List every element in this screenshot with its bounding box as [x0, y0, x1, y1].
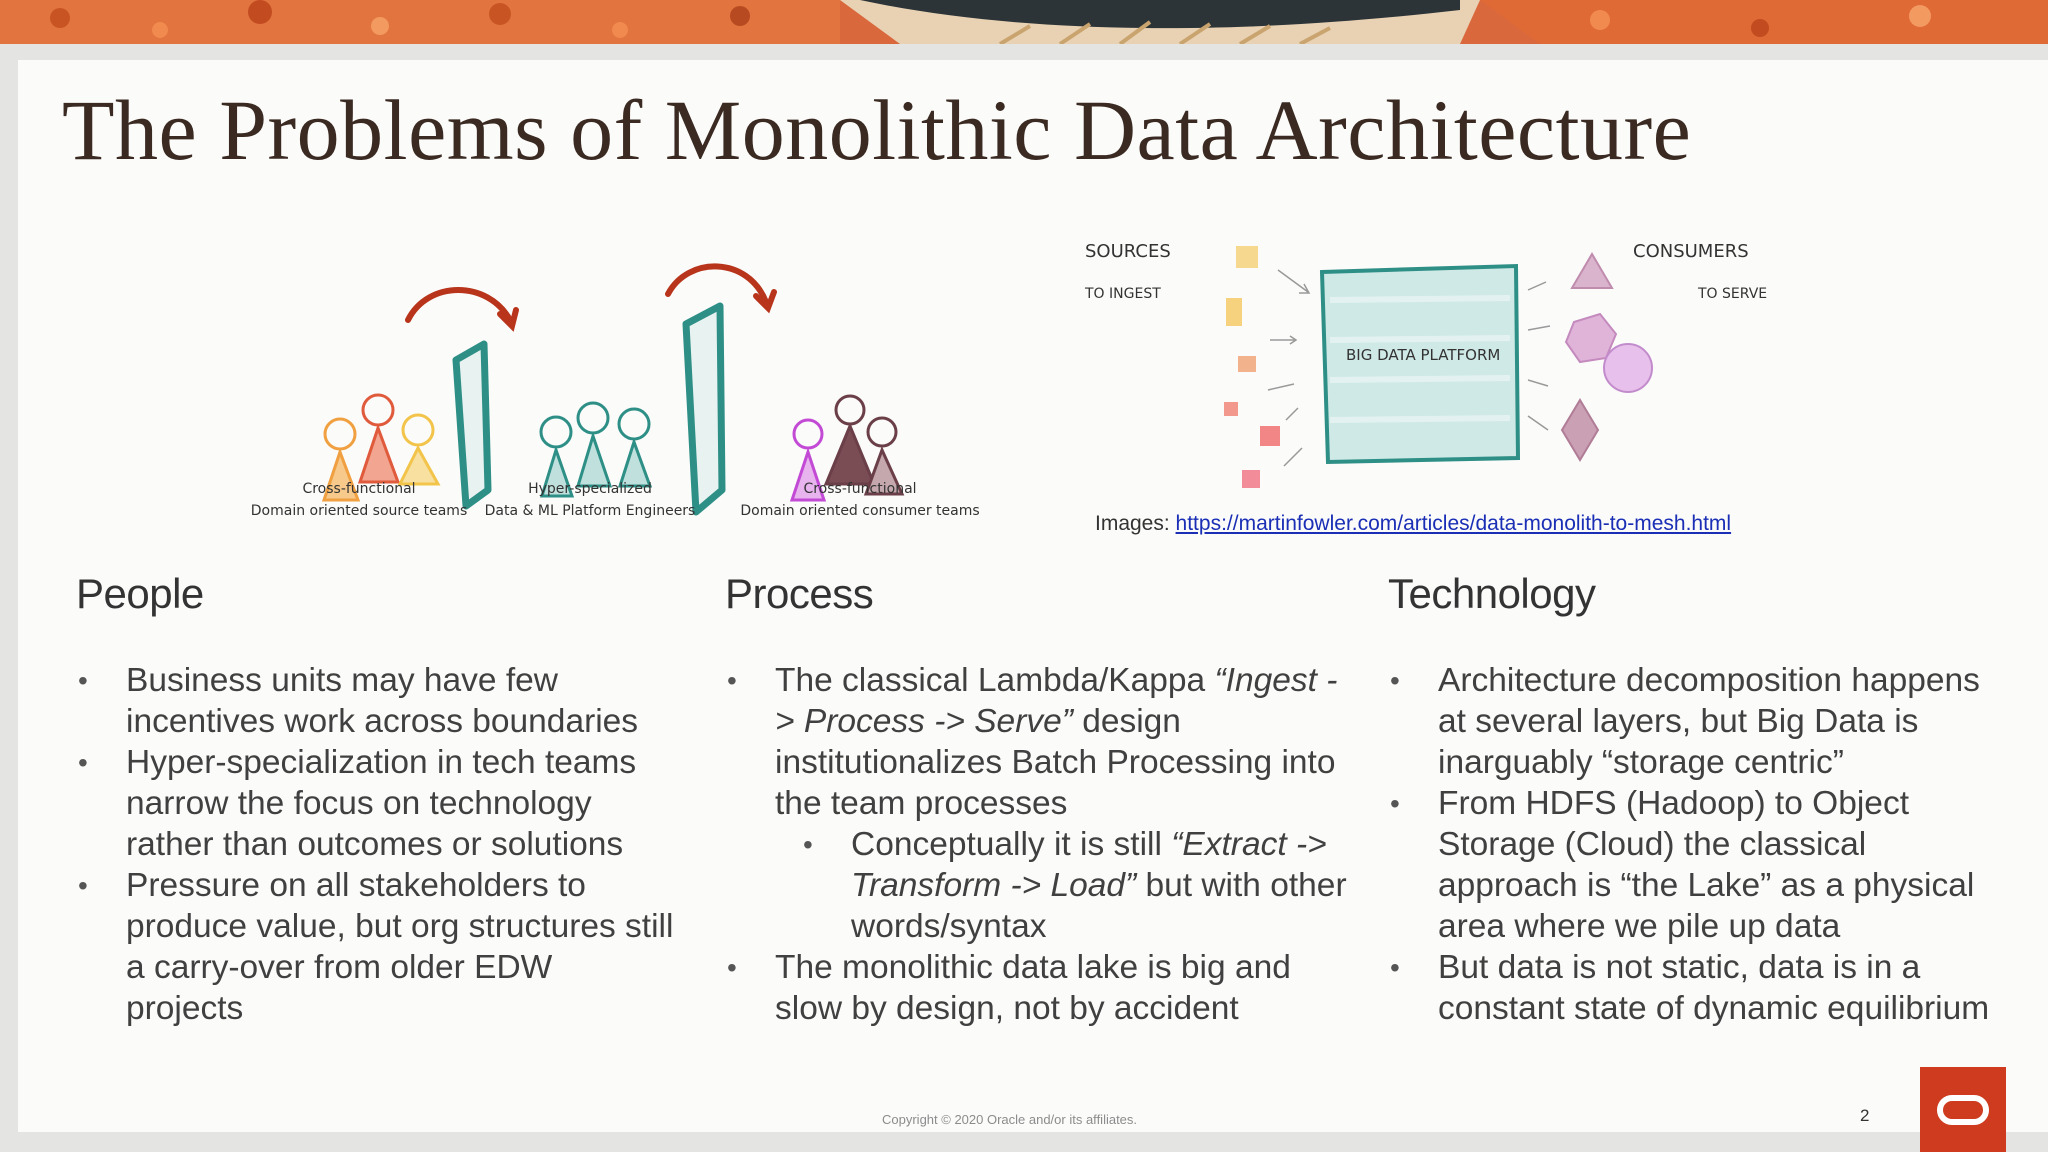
image-credit-prefix: Images:: [1095, 512, 1176, 535]
people-heading: People: [76, 570, 204, 617]
platform-label: BIG DATA PLATFORM: [1346, 346, 1501, 364]
copyright-notice: Copyright © 2020 Oracle and/or its affil…: [882, 1112, 1138, 1127]
ingest-label: TO INGEST: [1085, 286, 1161, 302]
list-item: But data is not static, data is in a con…: [1388, 947, 1998, 1029]
consumers-label: CONSUMERS: [1633, 241, 1749, 262]
list-item: Hyper-specialization in tech teams narro…: [76, 742, 676, 865]
list-item: From HDFS (Hadoop) to Object Storage (Cl…: [1388, 783, 1998, 947]
decorative-banner: [0, 0, 2048, 44]
caption-source-teams: Cross-functional Domain oriented source …: [250, 481, 468, 519]
big-data-platform-diagram: [1224, 246, 1653, 488]
caption-platform-engineers: Hyper-specialized Data & ML Platform Eng…: [484, 481, 696, 519]
list-item: Pressure on all stakeholders to produce …: [76, 865, 676, 1029]
team-silos-illustration: [321, 263, 905, 516]
oracle-logo: [1920, 1067, 2006, 1152]
image-credit-link[interactable]: https://martinfowler.com/articles/data-m…: [1175, 512, 1732, 535]
serve-label: TO SERVE: [1698, 286, 1768, 302]
slide-title: The Problems of Monolithic Data Architec…: [62, 82, 1692, 178]
list-item: The monolithic data lake is big and slow…: [725, 947, 1355, 1029]
list-subitem: Conceptually it is still “Extract -> Tra…: [725, 824, 1355, 947]
technology-heading: Technology: [1388, 570, 1596, 617]
list-item: The classical Lambda/Kappa “Ingest -> Pr…: [725, 660, 1355, 824]
list-item: Business units may have few incentives w…: [76, 660, 676, 742]
technology-column: Technology Architecture decomposition ha…: [1388, 570, 1998, 1029]
list-item: Architecture decomposition happens at se…: [1388, 660, 1998, 783]
people-list: Business units may have few incentives w…: [76, 660, 676, 1029]
oracle-logo-icon: [1937, 1094, 1989, 1125]
people-column: People Business units may have few incen…: [76, 570, 676, 1029]
process-list: The classical Lambda/Kappa “Ingest -> Pr…: [725, 660, 1355, 1029]
process-heading: Process: [725, 570, 874, 617]
technology-list: Architecture decomposition happens at se…: [1388, 660, 1998, 1029]
process-column: Process The classical Lambda/Kappa “Inge…: [725, 570, 1355, 1029]
sources-label: SOURCES: [1085, 241, 1171, 262]
image-credit: Images: https://martinfowler.com/article…: [1095, 512, 1731, 536]
slide: The Problems of Monolithic Data Architec…: [18, 60, 2048, 1132]
caption-consumer-teams: Cross-functional Domain oriented consume…: [740, 481, 980, 519]
page-number: 2: [1860, 1106, 1870, 1125]
